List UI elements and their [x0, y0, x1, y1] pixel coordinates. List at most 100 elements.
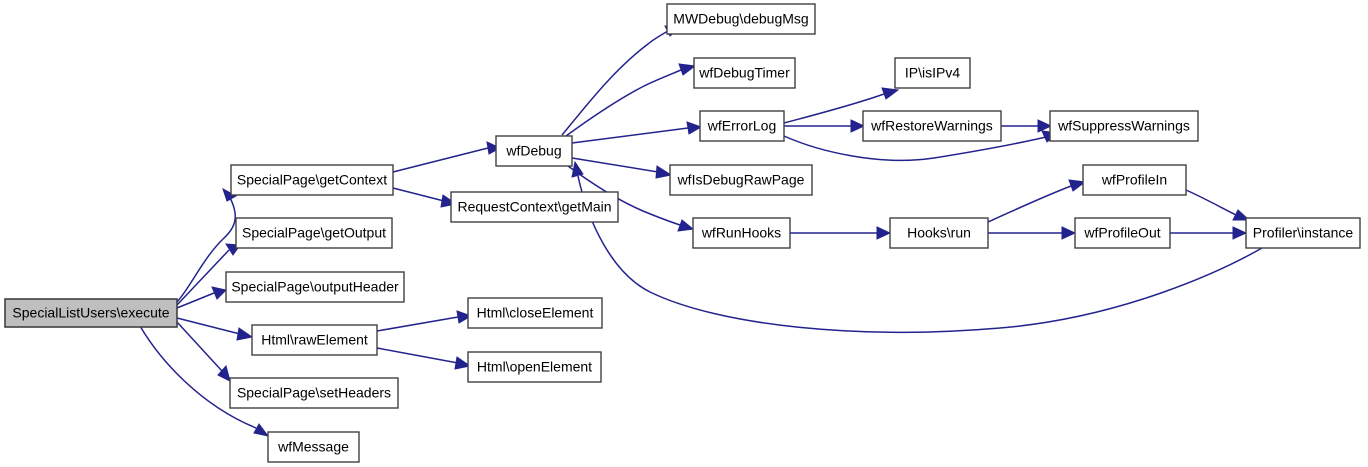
node-specialPageGetContext[interactable]: SpecialPage\getContext	[230, 164, 394, 196]
arrowhead-icon	[1037, 119, 1053, 133]
edge-specialListUsersExecute-to-specialPageSetHeaders	[176, 321, 231, 382]
arrowhead-icon	[678, 63, 697, 76]
node-box[interactable]	[495, 135, 573, 167]
node-box[interactable]	[693, 57, 796, 89]
edge-profilerInstance-to-wfDebug	[571, 160, 1263, 333]
arrowhead-icon	[677, 219, 695, 232]
node-box[interactable]	[230, 164, 394, 196]
arrowhead-icon	[456, 310, 473, 324]
arrowhead-icon	[1232, 209, 1251, 221]
node-box[interactable]	[699, 110, 785, 142]
edge-line	[783, 135, 1047, 162]
edge-wfErrorLog-to-wfRestoreWarnings	[784, 119, 866, 133]
node-box[interactable]	[1245, 217, 1361, 249]
edge-line	[561, 30, 669, 136]
edge-htmlRawElement-to-htmlCloseElement	[376, 310, 473, 332]
node-box[interactable]	[1082, 164, 1187, 196]
arrowhead-icon	[454, 356, 472, 370]
node-specialPageGetOutput[interactable]: SpecialPage\getOutput	[235, 217, 393, 249]
node-box[interactable]	[235, 217, 393, 249]
edge-wfDebug-to-wfIsDebugRawPage	[571, 157, 673, 179]
arrowhead-icon	[850, 119, 866, 133]
node-ipIsIPv4[interactable]: IP\isIPv4	[894, 57, 971, 89]
edge-wfErrorLog-to-ipIsIPv4	[783, 87, 900, 124]
arrowhead-icon	[222, 187, 238, 202]
node-box[interactable]	[229, 377, 399, 409]
node-htmlCloseElement[interactable]: Html\closeElement	[467, 297, 603, 329]
edge-htmlRawElement-to-htmlOpenElement	[376, 347, 472, 370]
node-box[interactable]	[467, 297, 603, 329]
arrowhead-icon	[876, 226, 892, 240]
edge-specialListUsersExecute-to-specialPageGetContext	[176, 187, 238, 303]
edge-wfDebug-to-mwDebugDebugMsg	[561, 25, 683, 136]
node-box[interactable]	[669, 164, 813, 196]
arrowhead-icon	[236, 327, 254, 341]
node-specialPageSetHeaders[interactable]: SpecialPage\setHeaders	[229, 377, 399, 409]
node-htmlOpenElement[interactable]: Html\openElement	[467, 351, 602, 383]
node-wfRestoreWarnings[interactable]: wfRestoreWarnings	[862, 110, 1002, 142]
edge-wfProfileIn-to-profilerInstance	[1185, 189, 1251, 221]
node-wfMessage[interactable]: wfMessage	[267, 431, 360, 463]
edge-line	[577, 175, 1263, 333]
edge-line	[176, 193, 236, 303]
edge-line	[987, 185, 1072, 223]
edge-hooksRun-to-wfProfileIn	[987, 179, 1087, 223]
node-wfProfileOut[interactable]: wfProfileOut	[1074, 217, 1171, 249]
node-box[interactable]	[666, 3, 816, 35]
edge-wfDebug-to-wfErrorLog	[571, 121, 703, 144]
node-hooksRun[interactable]: Hooks\run	[889, 217, 989, 249]
arrowhead-icon	[881, 87, 900, 100]
edge-wfDebug-to-wfRunHooks	[567, 165, 695, 232]
edge-hooksRun-to-wfProfileOut	[988, 226, 1077, 240]
edge-line	[376, 347, 459, 364]
node-box[interactable]	[1074, 217, 1171, 249]
edge-line	[392, 187, 445, 202]
edge-line	[176, 292, 215, 309]
node-specialListUsersExecute[interactable]: SpecialListUsers\execute	[4, 298, 178, 328]
edge-line	[567, 165, 681, 226]
edge-line	[176, 317, 241, 335]
node-wfIsDebugRawPage[interactable]: wfIsDebugRawPage	[669, 164, 813, 196]
node-box[interactable]	[889, 217, 989, 249]
node-wfSuppressWarnings[interactable]: wfSuppressWarnings	[1049, 110, 1199, 142]
edge-wfRestoreWarnings-to-wfSuppressWarnings	[1001, 119, 1053, 133]
edge-specialPageGetContext-to-wfDebug	[392, 141, 502, 173]
node-box[interactable]	[267, 431, 360, 463]
edge-specialListUsersExecute-to-specialPageOutputHeader	[176, 286, 228, 309]
node-wfRunHooks[interactable]: wfRunHooks	[692, 217, 791, 249]
arrowhead-icon	[1068, 179, 1087, 192]
node-wfDebug[interactable]: wfDebug	[495, 135, 573, 167]
node-wfErrorLog[interactable]: wfErrorLog	[699, 110, 785, 142]
node-box[interactable]	[4, 298, 178, 328]
node-specialPageOutputHeader[interactable]: SpecialPage\outputHeader	[225, 271, 405, 303]
node-box[interactable]	[450, 191, 619, 223]
edge-line	[376, 316, 459, 332]
node-box[interactable]	[225, 271, 405, 303]
node-wfProfileIn[interactable]: wfProfileIn	[1082, 164, 1187, 196]
edge-specialPageGetContext-to-requestContextGetMain	[392, 187, 458, 208]
node-box[interactable]	[862, 110, 1002, 142]
arrowhead-icon	[655, 165, 673, 179]
node-box[interactable]	[251, 324, 378, 356]
node-box[interactable]	[1049, 110, 1199, 142]
node-box[interactable]	[467, 351, 602, 383]
arrowhead-icon	[686, 121, 703, 135]
edge-line	[392, 147, 489, 173]
arrowhead-icon	[486, 141, 502, 155]
node-requestContextGetMain[interactable]: RequestContext\getMain	[450, 191, 619, 223]
edge-line	[783, 93, 885, 124]
edge-line	[176, 321, 223, 372]
node-profilerInstance[interactable]: Profiler\instance	[1245, 217, 1361, 249]
arrowhead-icon	[253, 423, 270, 437]
edge-wfProfileOut-to-profilerInstance	[1170, 226, 1248, 240]
node-htmlRawElement[interactable]: Html\rawElement	[251, 324, 378, 356]
node-mwDebugDebugMsg[interactable]: MWDebug\debugMsg	[666, 3, 816, 35]
edge-specialListUsersExecute-to-wfMessage	[139, 325, 270, 437]
edge-line	[176, 249, 230, 306]
node-wfDebugTimer[interactable]: wfDebugTimer	[693, 57, 796, 89]
node-box[interactable]	[894, 57, 971, 89]
node-box[interactable]	[692, 217, 791, 249]
arrowhead-icon	[217, 364, 231, 382]
